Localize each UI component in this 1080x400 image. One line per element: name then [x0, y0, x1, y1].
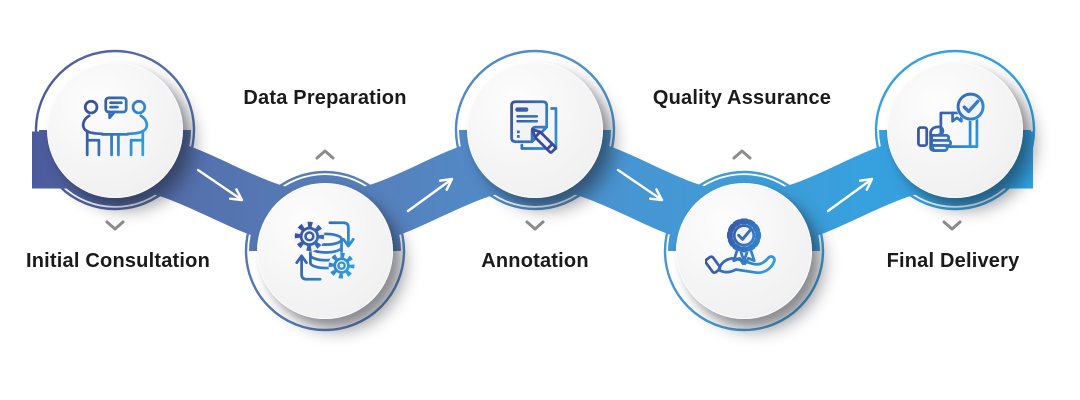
step-label-final-delivery: Final Delivery — [886, 250, 1020, 272]
step-label-annotation: Annotation — [481, 250, 589, 272]
award-badge-hand-icon — [705, 218, 776, 275]
consultation-people-icon — [81, 96, 149, 157]
step-label-initial-consultation: Initial Consultation — [26, 250, 210, 272]
chevron-down-icon — [525, 220, 545, 231]
step-circle-final-delivery — [887, 62, 1023, 198]
connector-arrow-icon — [196, 168, 874, 213]
chevron-down-icon — [942, 220, 962, 231]
step-circle-annotation — [467, 62, 603, 198]
step-circle-initial-consultation — [47, 62, 183, 198]
document-pencil-icon — [510, 100, 558, 154]
gears-database-icon — [294, 221, 355, 281]
step-circle-quality-assurance — [676, 183, 812, 319]
node-ring — [34, 49, 1036, 332]
step-label-quality-assurance: Quality Assurance — [652, 87, 832, 109]
chevron-down-icon — [105, 220, 125, 231]
chevron-up-icon — [732, 149, 752, 160]
chevron-up-icon — [315, 149, 335, 160]
step-circle-data-preparation — [257, 183, 393, 319]
step-label-data-preparation: Data Preparation — [243, 87, 407, 109]
package-check-hand-icon — [917, 92, 986, 152]
